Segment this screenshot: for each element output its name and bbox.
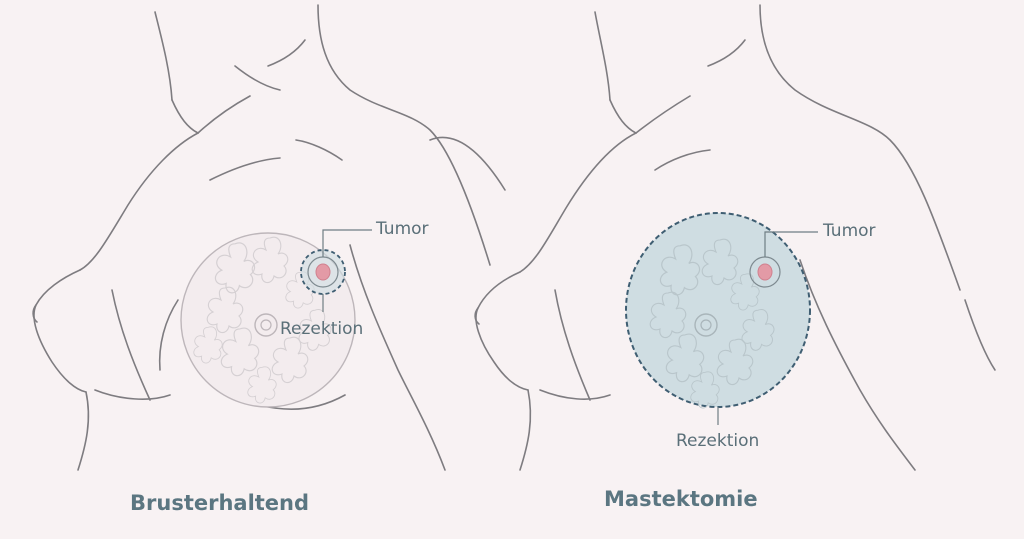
right-torso-outline	[474, 4, 996, 471]
right-resection-zone	[625, 212, 811, 408]
left-caption: Brusterhaltend	[130, 491, 310, 515]
left-tumor-label: Tumor	[376, 219, 429, 239]
right-tumor	[757, 263, 773, 281]
left-resection-label: Rezektion	[280, 319, 364, 339]
left-torso-outline	[32, 4, 506, 471]
right-tumor-label: Tumor	[823, 221, 876, 241]
right-caption: Mastektomie	[604, 487, 758, 511]
right-resection-label: Rezektion	[676, 431, 760, 451]
left-leader-lines	[322, 229, 372, 312]
right-leader-lines	[717, 231, 818, 425]
left-tumor	[315, 263, 331, 281]
